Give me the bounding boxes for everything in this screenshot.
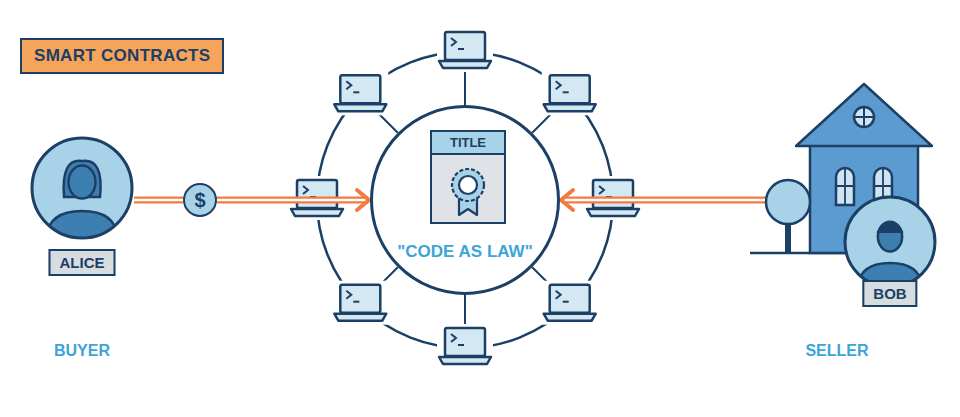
document-heading: TITLE xyxy=(432,132,504,153)
buyer-avatar: ALICE xyxy=(30,136,134,276)
document-header: TITLE xyxy=(432,132,504,155)
seller-avatar: BOB xyxy=(843,195,937,307)
connector-stroke xyxy=(217,199,368,202)
title-document: TITLE xyxy=(430,130,506,224)
code-as-law-text: "CODE AS LAW" xyxy=(373,242,557,262)
role-label: SELLER xyxy=(805,342,868,360)
arrow-head xyxy=(357,190,369,210)
currency-symbol: $ xyxy=(194,190,205,210)
contract-circle: "CODE AS LAW" TITLE xyxy=(370,105,560,295)
name-badge: ALICE xyxy=(49,249,116,276)
avatar-picture xyxy=(30,136,134,240)
seal-picture xyxy=(432,155,504,223)
connector-stroke xyxy=(217,197,368,204)
arrow-head xyxy=(561,190,573,210)
name-badge: BOB xyxy=(862,280,917,307)
flow-arrow xyxy=(134,200,183,201)
flow-arrow xyxy=(217,190,369,210)
title-banner: SMART CONTRACTS xyxy=(20,38,224,74)
payment-coin: $ xyxy=(183,183,217,217)
connector-stroke xyxy=(134,199,183,202)
role-label: BUYER xyxy=(54,342,110,360)
connector-stroke xyxy=(134,197,183,204)
avatar-picture xyxy=(843,195,937,289)
